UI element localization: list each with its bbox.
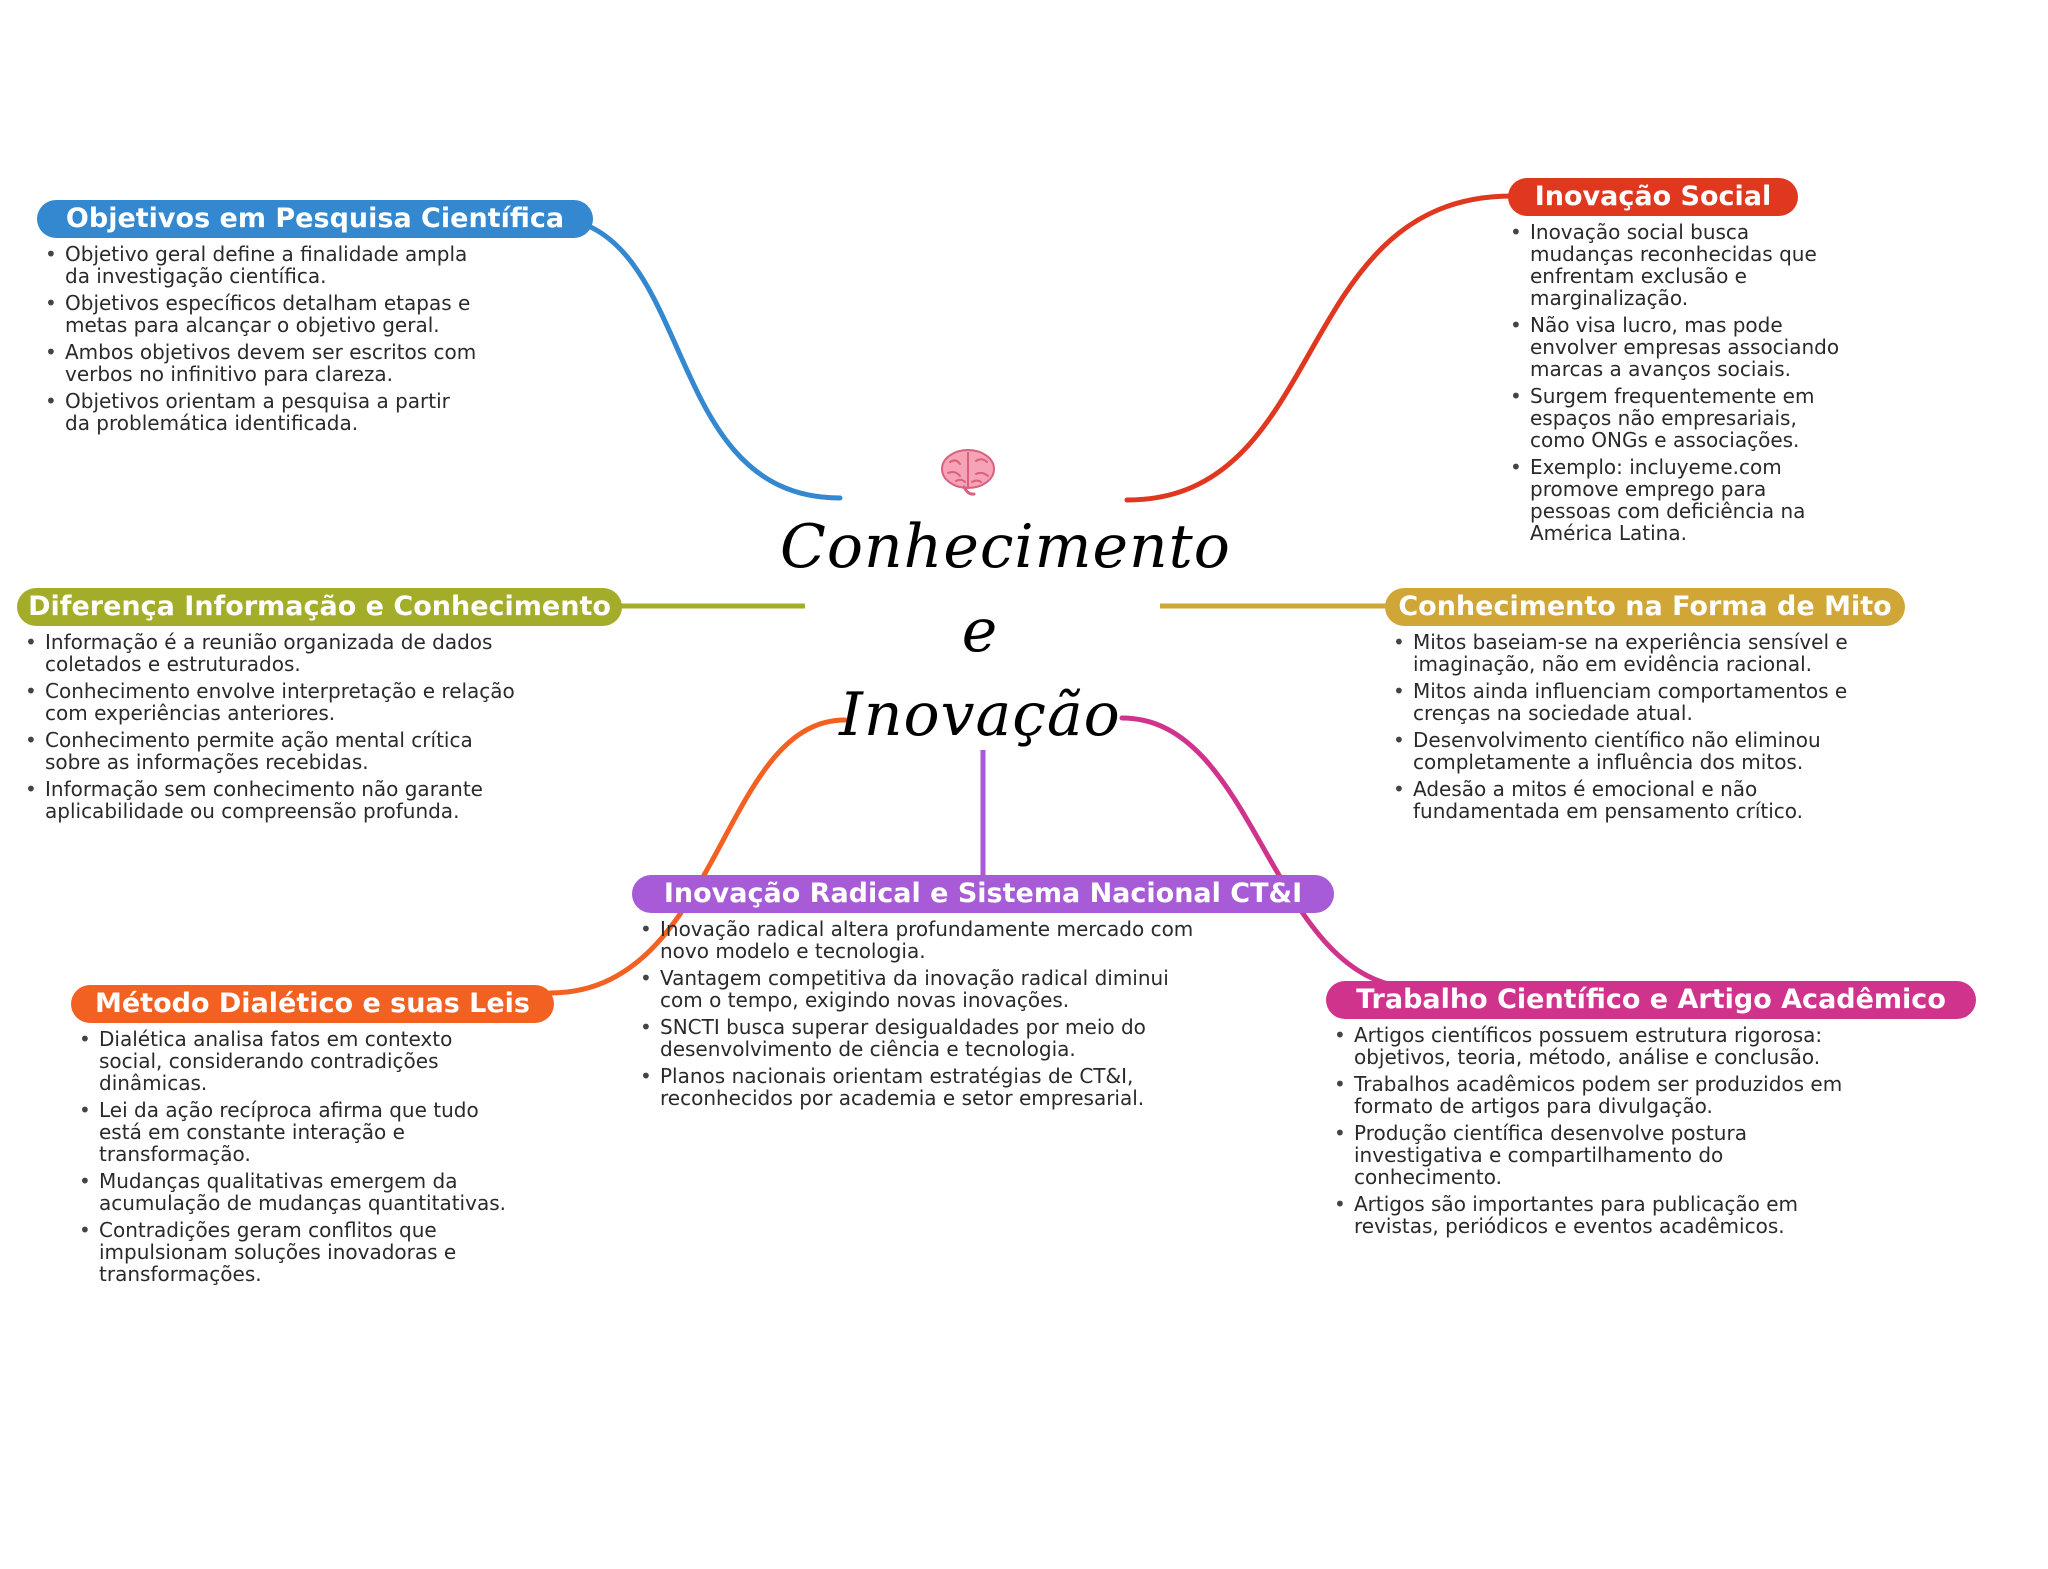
list-item: Desenvolvimento científico não eliminou … [1389, 729, 1859, 773]
branch-diferenca: Diferença Informação e Conhecimento Info… [17, 588, 622, 827]
list-item: Conhecimento permite ação mental crítica… [21, 729, 526, 773]
branch-objetivos: Objetivos em Pesquisa Científica Objetiv… [37, 200, 593, 439]
branch-title-dialetico[interactable]: Método Dialético e suas Leis [71, 985, 554, 1023]
branch-title-diferenca[interactable]: Diferença Informação e Conhecimento [17, 588, 622, 626]
branch-title-radical[interactable]: Inovação Radical e Sistema Nacional CT&I [632, 875, 1334, 913]
branch-dialetico: Método Dialético e suas Leis Dialética a… [71, 985, 554, 1290]
list-item: Ambos objetivos devem ser escritos com v… [41, 341, 481, 385]
list-item: Mudanças qualitativas emergem da acumula… [75, 1170, 515, 1214]
branch-title-inovacao-social[interactable]: Inovação Social [1508, 178, 1798, 216]
list-item: Objetivo geral define a finalidade ampla… [41, 243, 481, 287]
list-item: Informação é a reunião organizada de dad… [21, 631, 526, 675]
list-item: Objetivos orientam a pesquisa a partir d… [41, 390, 481, 434]
central-title-line-1: Conhecimento [780, 512, 1231, 582]
list-item: Objetivos específicos detalham etapas e … [41, 292, 481, 336]
list-item: Mitos baseiam-se na experiência sensível… [1389, 631, 1859, 675]
branch-inovacao-social: Inovação Social Inovação social busca mu… [1508, 178, 1839, 549]
branch-mito: Conhecimento na Forma de Mito Mitos base… [1385, 588, 1905, 827]
connector-dialetico [547, 717, 848, 996]
connector-objetivos [542, 214, 843, 501]
list-item: Conhecimento envolve interpretação e rel… [21, 680, 526, 724]
list-item: Exemplo: incluyeme.com promove emprego p… [1506, 456, 1841, 544]
list-item: Vantagem competitiva da inovação radical… [636, 967, 1196, 1011]
central-title-line-3: Inovação [839, 680, 1121, 750]
list-item: Artigos são importantes para publicação … [1330, 1193, 1850, 1237]
list-item: Trabalhos acadêmicos podem ser produzido… [1330, 1073, 1850, 1117]
branch-trabalho: Trabalho Científico e Artigo Acadêmico A… [1326, 981, 1976, 1242]
list-item: Não visa lucro, mas pode envolver empres… [1506, 314, 1841, 380]
list-item: Surgem frequentemente em espaços não emp… [1506, 385, 1841, 451]
brain-icon [941, 449, 995, 496]
branch-title-trabalho[interactable]: Trabalho Científico e Artigo Acadêmico [1326, 981, 1976, 1019]
list-item: Informação sem conhecimento não garante … [21, 778, 526, 822]
list-item: SNCTI busca superar desigualdades por me… [636, 1016, 1196, 1060]
list-item: Artigos científicos possuem estrutura ri… [1330, 1024, 1850, 1068]
list-item: Lei da ação recíproca afirma que tudo es… [75, 1099, 515, 1165]
list-item: Adesão a mitos é emocional e não fundame… [1389, 778, 1859, 822]
list-item: Inovação social busca mudanças reconheci… [1506, 221, 1841, 309]
central-title-line-2: e [961, 596, 999, 666]
list-item: Planos nacionais orientam estratégias de… [636, 1065, 1196, 1109]
branch-title-objetivos[interactable]: Objetivos em Pesquisa Científica [37, 200, 593, 238]
branch-title-mito[interactable]: Conhecimento na Forma de Mito [1385, 588, 1905, 626]
branch-radical: Inovação Radical e Sistema Nacional CT&I… [632, 875, 1334, 1114]
list-item: Dialética analisa fatos em contexto soci… [75, 1028, 515, 1094]
list-item: Mitos ainda influenciam comportamentos e… [1389, 680, 1859, 724]
list-item: Produção científica desenvolve postura i… [1330, 1122, 1850, 1188]
central-topic: Conhecimento e Inovação [780, 505, 1231, 757]
list-item: Contradições geram conflitos que impulsi… [75, 1219, 515, 1285]
connector-trabalho [1119, 715, 1421, 991]
list-item: Inovação radical altera profundamente me… [636, 918, 1196, 962]
connector-inovacao-social [1124, 193, 1515, 503]
